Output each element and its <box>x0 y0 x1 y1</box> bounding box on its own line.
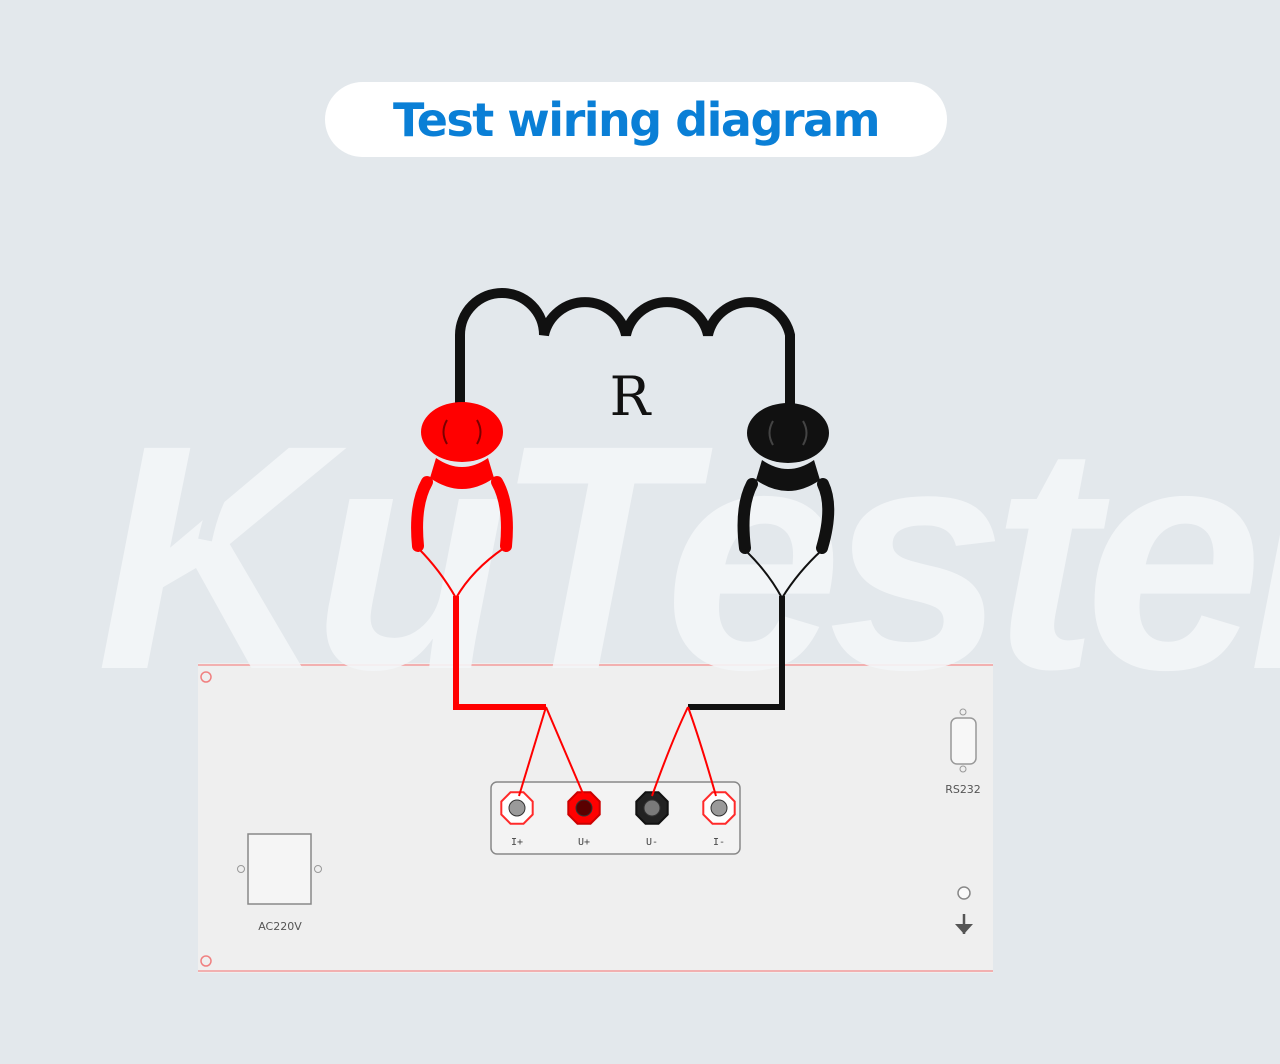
resistor-coil <box>455 288 795 415</box>
terminal-core-4 <box>710 799 728 817</box>
terminal-4: I- <box>702 791 736 848</box>
red-clip-head <box>421 402 503 462</box>
terminal-core-1 <box>508 799 526 817</box>
black-clip-head <box>747 403 829 463</box>
wire-to-u-minus <box>651 706 689 797</box>
terminal-1: I+ <box>500 791 534 848</box>
power-socket-screw-left <box>237 865 245 873</box>
power-socket: AC220V <box>237 833 322 933</box>
black-clip-handles <box>737 478 835 554</box>
rs232-port: RS232 <box>945 708 981 796</box>
watermark-logo: KuTester <box>96 378 1280 736</box>
ground-terminal <box>955 886 973 934</box>
black-clip-neck <box>756 460 820 491</box>
mount-hole-bottom <box>200 955 212 967</box>
power-socket-screw-right <box>314 865 322 873</box>
terminal-row: I+ U+ U- I- <box>500 791 736 848</box>
resistor-label: R <box>610 365 652 428</box>
red-clip-handles <box>411 476 513 552</box>
terminal-core-2 <box>575 799 593 817</box>
watermark-swoosh <box>198 393 461 542</box>
mount-hole-top <box>200 671 212 683</box>
terminal-3: U- <box>635 791 669 848</box>
rs232-screw-top <box>959 708 967 716</box>
red-lead-wire <box>453 596 546 710</box>
red-wire-to-u-plus <box>545 706 585 797</box>
terminal-2: U+ <box>567 791 601 848</box>
wire-to-i-minus <box>687 706 717 797</box>
power-socket-body <box>247 833 312 905</box>
terminal-core-3 <box>643 799 661 817</box>
power-label: AC220V <box>258 920 302 933</box>
instrument-panel: AC220V RS232 I+ U+ U- I- <box>198 663 993 973</box>
red-clip-jaw-right <box>476 419 482 445</box>
red-clip-neck <box>430 458 494 489</box>
rs232-screw-bottom <box>959 765 967 773</box>
rs232-connector <box>950 717 977 765</box>
black-clip <box>737 403 835 601</box>
red-clip-jaw-left <box>442 419 448 445</box>
terminal-block <box>490 781 741 855</box>
terminal-label-1: I+ <box>511 837 523 848</box>
ground-arrow-icon <box>955 914 973 934</box>
ground-post <box>957 886 971 900</box>
red-wire-to-i-plus <box>518 706 547 797</box>
black-clip-jaw-right <box>802 420 808 446</box>
title-banner: Test wiring diagram <box>325 82 947 157</box>
terminal-label-2: U+ <box>578 837 590 848</box>
black-lead-wire <box>688 596 785 710</box>
page-title: Test wiring diagram <box>392 92 881 147</box>
rs232-label: RS232 <box>945 783 981 796</box>
black-clip-jaw-left <box>768 420 774 446</box>
terminal-label-4: I- <box>713 837 725 848</box>
terminal-label-3: U- <box>646 837 658 848</box>
